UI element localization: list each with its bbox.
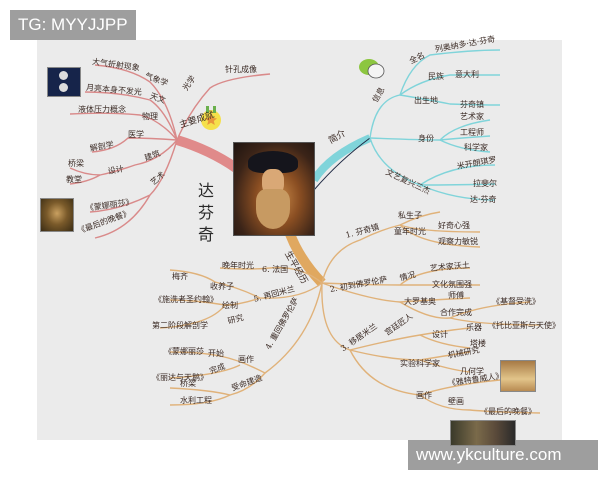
node-tower: 塔楼 <box>470 339 486 348</box>
portrait-beard <box>256 189 290 229</box>
node-nationality-key: 民族 <box>428 72 444 81</box>
node-church: 教堂 <box>66 175 82 184</box>
node-master: 师傅 <box>448 291 464 300</box>
node-illegitimate: 私生子 <box>398 211 422 220</box>
node-collab: 合作完成 <box>440 308 472 317</box>
node-pinhole: 针孔成像 <box>225 65 257 74</box>
node-instrument: 乐器 <box>466 323 482 332</box>
node-design-milan: 设计 <box>432 330 448 339</box>
node-nationality-value: 意大利 <box>455 70 479 79</box>
center-title: 达 芬 奇 <box>198 180 214 246</box>
node-john-baptist: 《施洗者圣约翰》 <box>154 295 218 304</box>
node-bridge-florence: 桥梁 <box>180 379 196 388</box>
node-raphael: 拉斐尔 <box>473 179 497 188</box>
node-bridge: 桥梁 <box>68 159 84 168</box>
node-observant: 观察力敏锐 <box>438 237 478 246</box>
mona-lisa-thumbnail <box>40 198 74 232</box>
node-paint-john: 绘制 <box>222 301 238 310</box>
node-baptism: 《基督受洗》 <box>492 297 540 306</box>
node-liquid: 液体压力概念 <box>78 105 126 114</box>
node-mural: 壁画 <box>448 397 464 406</box>
node-curious: 好奇心强 <box>438 221 470 230</box>
achievements-branch-lines <box>69 64 271 239</box>
node-experimental: 实验科学家 <box>400 359 440 368</box>
node-mona-lisa-start: 《蒙娜丽莎 <box>164 347 204 356</box>
intro-branch-lines <box>310 49 501 201</box>
life-branch-lines <box>159 211 541 414</box>
node-culture: 文化氛围强 <box>432 280 472 289</box>
node-melzi: 梅齐 <box>172 272 188 281</box>
leonardo-portrait-image <box>234 143 314 235</box>
node-artist: 艺术家 <box>460 112 484 121</box>
mindmap-canvas <box>37 40 562 440</box>
node-birthplace-key: 出生地 <box>414 96 438 105</box>
last-supper-thumbnail <box>450 420 516 446</box>
node-identity: 身份 <box>418 134 434 143</box>
wechat-icon <box>359 59 385 79</box>
watermark-top-left: TG: MYYJJPP <box>10 10 136 40</box>
node-physics: 物理 <box>142 112 158 121</box>
node-life-6: 6. 法国 <box>262 265 289 274</box>
moon-thumbnail <box>47 67 81 97</box>
node-birthplace-value: 芬奇镇 <box>460 100 484 109</box>
node-verrocchio: 大罗基奥 <box>404 297 436 306</box>
portrait-face <box>262 169 284 195</box>
node-scientist: 科学家 <box>464 143 488 152</box>
title-char-2: 芬 <box>198 203 215 222</box>
node-start: 开始 <box>208 349 224 358</box>
portrait-hat <box>248 151 298 173</box>
vitruvian-thumbnail <box>500 360 536 392</box>
node-tobias: 《托比亚斯与天使》 <box>488 321 560 330</box>
title-char-1: 达 <box>198 181 215 200</box>
node-engineer: 工程师 <box>460 128 484 137</box>
node-painting-milan: 画作 <box>416 391 432 400</box>
node-davinci: 达·芬奇 <box>470 195 497 204</box>
node-water: 水利工程 <box>180 396 212 405</box>
node-late-years: 晚年时光 <box>222 261 254 270</box>
title-char-3: 奇 <box>198 225 215 244</box>
node-adopt: 收养子 <box>210 282 234 291</box>
node-last-supper-mural: 《最后的晚餐》 <box>480 407 536 416</box>
node-painting-florence: 画作 <box>238 355 254 364</box>
node-medicine: 医学 <box>128 130 144 139</box>
node-geometry: 几何学 <box>460 367 484 376</box>
node-anatomy-2: 第二阶段解剖学 <box>152 321 208 330</box>
medal-star-icon <box>201 106 221 130</box>
node-childhood: 童年时光 <box>394 227 426 236</box>
node-leda: 《丽达与天鹅》 <box>152 373 208 382</box>
